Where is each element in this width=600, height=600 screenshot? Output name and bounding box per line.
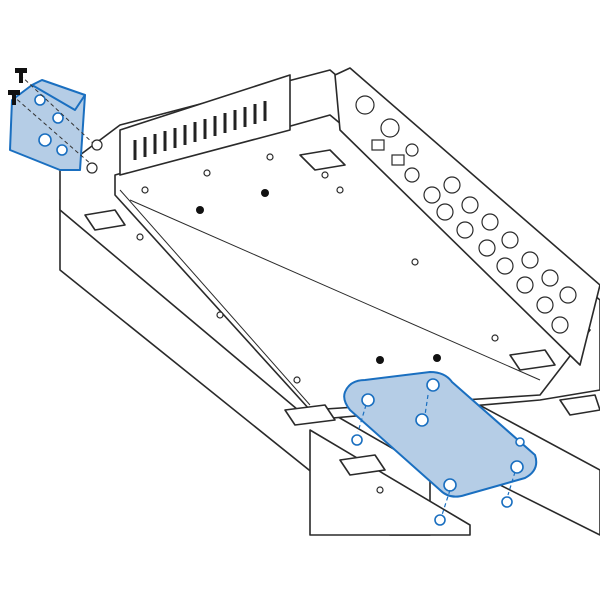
- rack-ear-bracket: [8, 68, 103, 174]
- vent-slots: [133, 101, 267, 160]
- screw-holes: [136, 153, 499, 494]
- rear-connectors: [355, 95, 577, 334]
- device-unit: [59, 67, 600, 494]
- screw-icon: [15, 68, 27, 83]
- screw-icon: [8, 90, 20, 105]
- mounting-plate: [343, 371, 538, 526]
